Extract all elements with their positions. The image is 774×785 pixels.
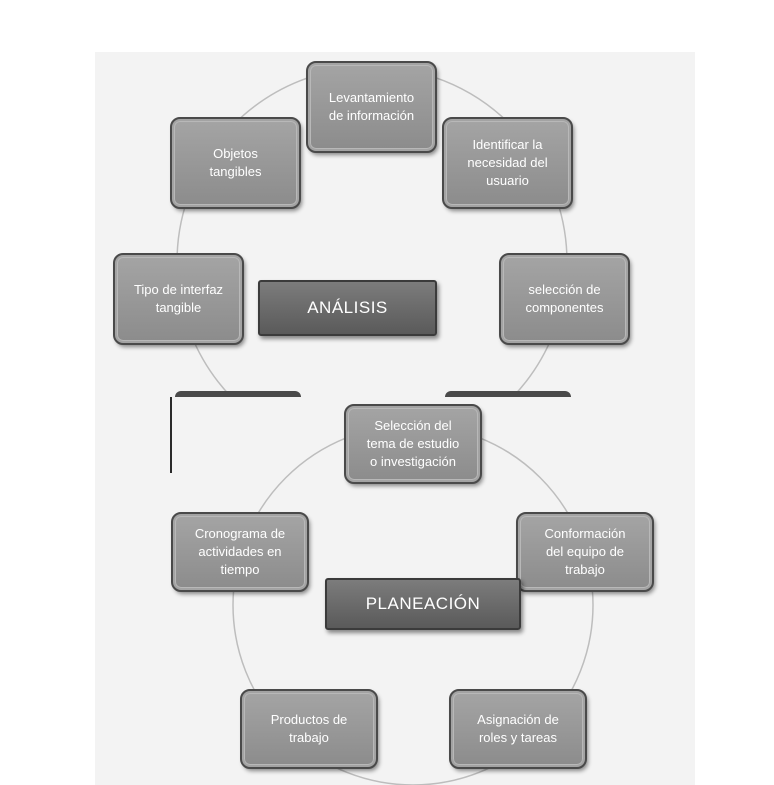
node-identificar-necesidad-label: Identificar la necesidad del usuario — [467, 137, 548, 188]
node-objetos-tangibles: Objetos tangibles — [170, 117, 301, 209]
node-asignacion-roles-label: Asignación de roles y tareas — [477, 712, 559, 745]
node-seleccion-tema: Selección del tema de estudio o investig… — [344, 404, 482, 484]
node-objetos-tangibles-label: Objetos tangibles — [209, 146, 262, 179]
node-cronograma-label: Cronograma de actividades en tiempo — [194, 526, 286, 577]
node-asignacion-roles: Asignación de roles y tareas — [449, 689, 587, 769]
node-tipo-interfaz: Tipo de interfaz tangible — [113, 253, 244, 345]
node-seleccion-componentes-label: selección de componentes — [525, 282, 604, 315]
node-conformacion-equipo-label: Conformación del equipo de trabajo — [544, 526, 626, 577]
node-conformacion-equipo: Conformación del equipo de trabajo — [516, 512, 654, 592]
node-productos-trabajo: Productos de trabajo — [240, 689, 378, 769]
node-cronograma: Cronograma de actividades en tiempo — [171, 512, 309, 592]
node-identificar-necesidad: Identificar la necesidad del usuario — [442, 117, 573, 209]
cut-off-node-right — [445, 391, 571, 397]
node-seleccion-tema-label: Selección del tema de estudio o investig… — [366, 418, 460, 469]
analysis-center-label: ANÁLISIS — [258, 280, 437, 336]
node-levantamiento-label: Levantamiento de información — [328, 90, 415, 123]
seam-divider — [170, 397, 172, 473]
node-productos-trabajo-label: Productos de trabajo — [270, 712, 348, 745]
planning-center-label: PLANEACIÓN — [325, 578, 521, 630]
node-tipo-interfaz-label: Tipo de interfaz tangible — [133, 282, 224, 315]
node-levantamiento: Levantamiento de información — [306, 61, 437, 153]
cut-off-node-left — [175, 391, 301, 397]
node-seleccion-componentes: selección de componentes — [499, 253, 630, 345]
